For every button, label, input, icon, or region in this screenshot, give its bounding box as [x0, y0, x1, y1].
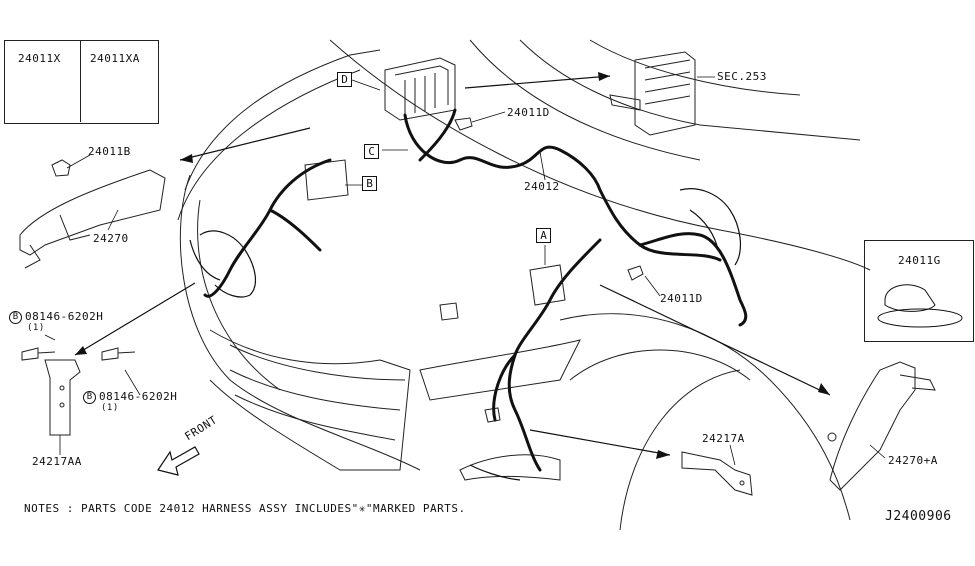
legend-code-right: 24011XA	[90, 52, 140, 65]
label-24270[interactable]: 24270	[93, 232, 129, 245]
label-bolt-top-qty: (1)	[27, 323, 45, 333]
label-24012[interactable]: 24012	[524, 180, 560, 193]
notes-text: NOTES : PARTS CODE 24012 HARNESS ASSY IN…	[24, 502, 466, 515]
bolt-mark-top: B	[9, 311, 22, 324]
label-24217aa[interactable]: 24217AA	[32, 455, 82, 468]
callout-a[interactable]: A	[536, 228, 551, 243]
inset-box-24011g[interactable]	[864, 240, 974, 342]
label-24011d-mid[interactable]: 24011D	[660, 292, 703, 305]
legend-code-left: 24011X	[18, 52, 61, 65]
label-24011d-top[interactable]: 24011D	[507, 106, 550, 119]
label-24270a[interactable]: 24270+A	[888, 454, 938, 467]
label-sec253[interactable]: SEC.253	[717, 70, 767, 83]
label-bolt-top[interactable]: 08146-6202H	[25, 310, 104, 323]
label-24217a[interactable]: 24217A	[702, 432, 745, 445]
diagram-id: J2400906	[885, 509, 952, 524]
label-bolt-bottom[interactable]: 08146-6202H	[99, 390, 178, 403]
callout-b[interactable]: B	[362, 176, 377, 191]
callout-d[interactable]: D	[337, 72, 352, 87]
label-bolt-bottom-qty: (1)	[101, 403, 119, 413]
bolt-mark-bottom: B	[83, 391, 96, 404]
legend-box	[4, 40, 159, 124]
callout-c[interactable]: C	[364, 144, 379, 159]
inset-code: 24011G	[898, 254, 941, 267]
legend-divider	[80, 40, 81, 122]
label-24011b[interactable]: 24011B	[88, 145, 131, 158]
